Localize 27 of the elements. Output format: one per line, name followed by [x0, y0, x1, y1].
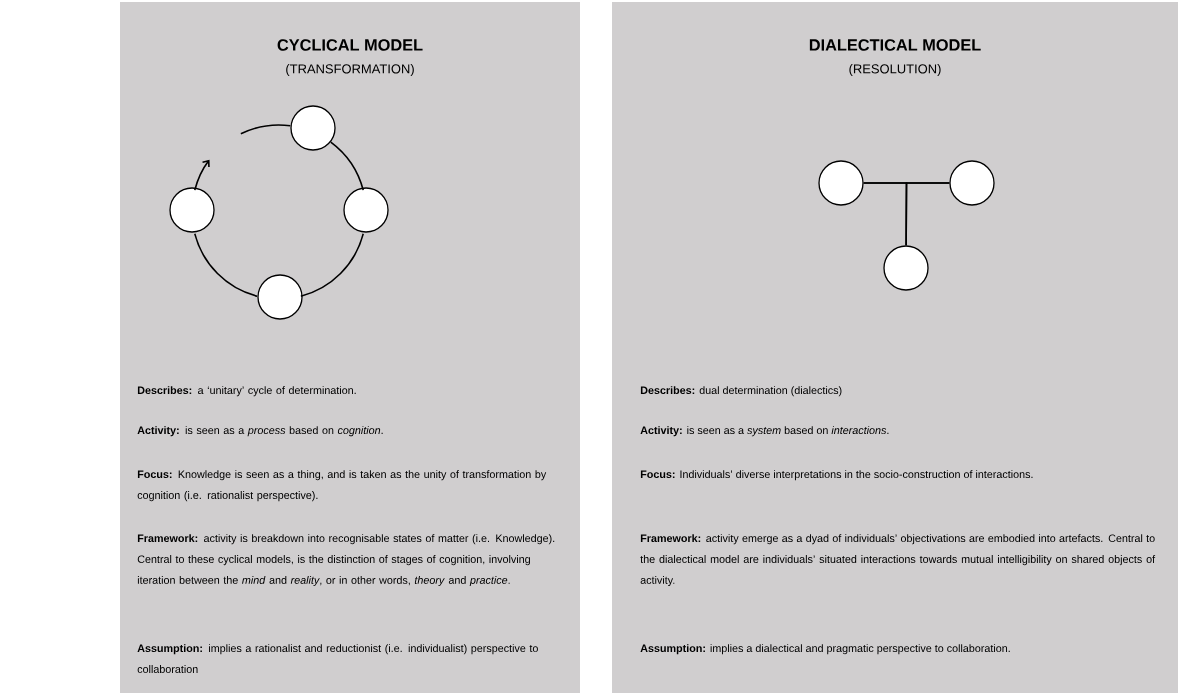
- paragraph: Activity: is seen as a process based on cognition.: [137, 426, 383, 437]
- paragraph: Describes: dual determination (dialectics): [640, 386, 842, 397]
- paragraph: Assumption: implies a rationalist and reductionist (i.e. individualist) perspective to collaboration: [137, 644, 538, 673]
- paragraph: Framework: activity is breakdown into recognisable states of matter (i.e. Knowledge). Central to these cyclical models, is the distinction of stages of cognition, involving iteration between the mind and reality, or in other words, theory and practice.: [137, 534, 555, 587]
- subheading: (RESOLUTION): [849, 63, 941, 77]
- paragraph: Describes: a ‘unitary’ cycle of determination.: [137, 386, 356, 397]
- circle: [949, 160, 995, 206]
- circle: [257, 274, 303, 320]
- connector-line: [905, 182, 951, 247]
- paragraph: Focus: Individuals’ diverse interpretations in the socio-construction of interactions.: [640, 470, 1033, 481]
- circle: [818, 160, 864, 206]
- circle: [169, 187, 215, 233]
- paragraph: Activity: is seen as a system based on interactions.: [640, 426, 889, 437]
- subheading: (TRANSFORMATION): [286, 63, 414, 77]
- heading: DIALECTICAL MODEL: [809, 39, 981, 51]
- circle: [343, 187, 389, 233]
- connector-line: [240, 124, 292, 135]
- circle: [290, 105, 336, 151]
- connector-line: [194, 233, 258, 297]
- circle: [883, 245, 929, 291]
- heading: CYCLICAL MODEL: [277, 39, 423, 51]
- paragraph: Framework: activity emerge as a dyad of individuals’ objectivations are embodied into artefacts. Central to the dialectical model are individuals’ situated interactions towards mutual intelligibility on shared objects of activity.: [640, 534, 1156, 587]
- connector-line: [330, 141, 365, 191]
- arrow: [194, 159, 210, 191]
- paragraph: Assumption: implies a dialectical and pragmatic perspective to collaboration.: [640, 644, 1010, 655]
- paragraph: Focus: Knowledge is seen as a thing, and is taken as the unity of transformation by cognition (i.e. rationalist perspective).: [137, 470, 547, 502]
- connector-line: [300, 233, 365, 297]
